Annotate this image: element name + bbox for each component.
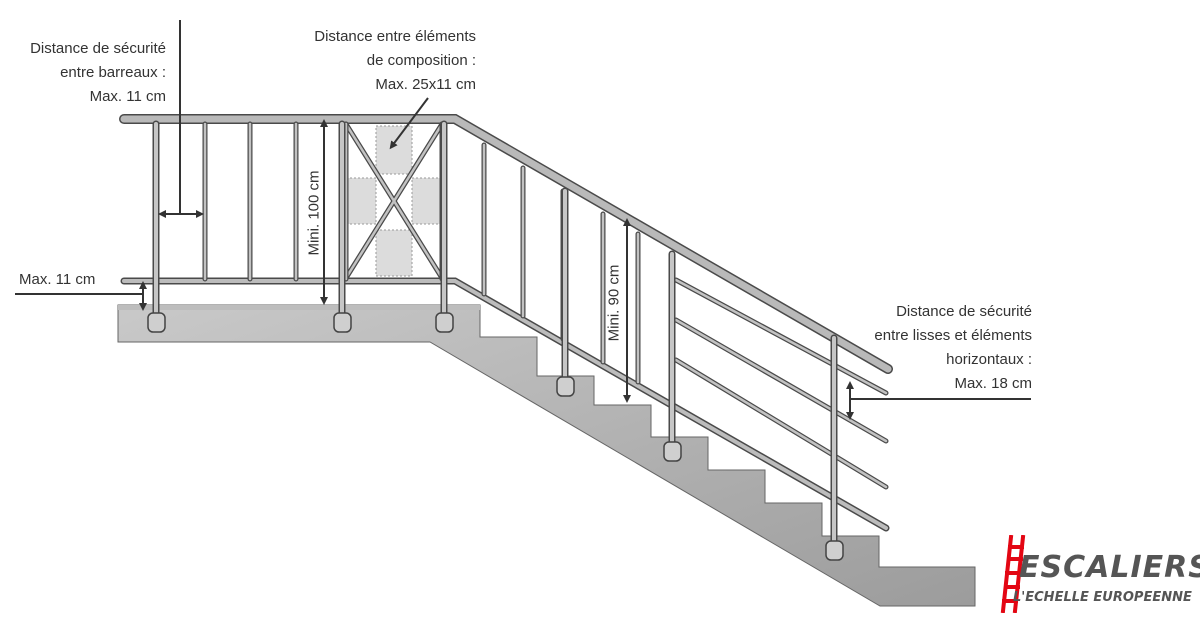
railing xyxy=(119,114,893,561)
label-line: Max. 11 cm xyxy=(89,88,166,105)
label-height-landing: Mini. 100 cm xyxy=(305,170,323,256)
post-foot xyxy=(333,312,352,333)
label-line: entre barreaux : xyxy=(60,64,166,81)
dimensions xyxy=(15,20,1031,420)
label-line: Max. 18 cm xyxy=(954,375,1032,392)
handrail xyxy=(119,114,893,374)
label-line: Distance entre éléments xyxy=(314,28,476,45)
post-foot xyxy=(825,540,844,561)
label-height-stair: Mini. 90 cm xyxy=(605,264,623,342)
post-foot xyxy=(147,312,166,333)
stair-flight xyxy=(117,304,976,607)
staircase xyxy=(117,304,976,607)
label-bottom-gap: Max. 11 cm xyxy=(19,268,95,292)
label-line: Distance de sécurité xyxy=(30,40,166,57)
post-foot xyxy=(663,441,682,462)
bottom-rail xyxy=(120,277,890,532)
post-foot xyxy=(556,376,575,397)
label-line: Distance de sécurité xyxy=(896,303,1032,320)
label-line: horizontaux : xyxy=(946,351,1032,368)
label-barreaux: Distance de sécurité entre barreaux : Ma… xyxy=(30,37,166,109)
grid-cell xyxy=(375,229,413,277)
label-line: entre lisses et éléments xyxy=(874,327,1032,344)
composition-grid xyxy=(345,125,443,277)
posts xyxy=(152,120,838,550)
label-composition: Distance entre éléments de composition :… xyxy=(314,25,476,97)
ladder-icon xyxy=(1000,535,1026,613)
cross-element xyxy=(343,121,445,281)
horizontal-rails xyxy=(673,277,889,490)
brand-logo: ESCALIERS L'ECHELLE EUROPEENNE xyxy=(999,535,1200,613)
label-line: de composition : xyxy=(366,52,476,69)
landing-top xyxy=(118,305,480,310)
brand-tagline: L'ECHELLE EUROPEENNE xyxy=(1013,590,1192,605)
leader-composition xyxy=(389,97,429,150)
balusters-landing xyxy=(202,121,445,282)
label-line: Max. 11 cm xyxy=(19,271,96,288)
label-lisses: Distance de sécurité entre lisses et élé… xyxy=(874,300,1032,396)
grid-cell xyxy=(345,177,377,225)
post-foot xyxy=(435,312,454,333)
grid-cell xyxy=(411,177,443,225)
grid-cell xyxy=(375,125,413,175)
post-feet xyxy=(147,312,844,561)
label-line: Max. 25x11 cm xyxy=(375,76,476,93)
brand-name: ESCALIERS xyxy=(1019,550,1200,585)
